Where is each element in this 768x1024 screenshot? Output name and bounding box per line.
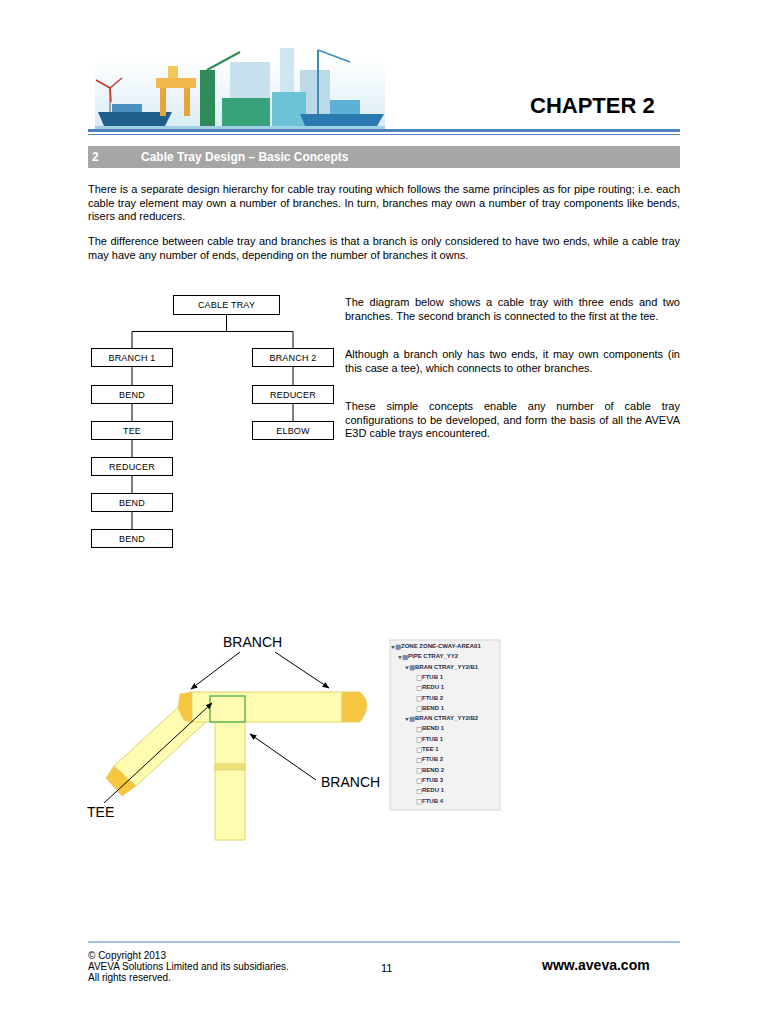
box-label: ELBOW <box>276 426 310 436</box>
explorer-item: FTUB 3 <box>422 777 443 783</box>
tree-box: TEE <box>91 421 173 440</box>
explorer-item: FTUB 1 <box>422 736 443 742</box>
explorer-item: PIPE CTRAY_YY2 <box>408 653 458 659</box>
explorer-item: FTUB 2 <box>422 756 443 762</box>
tree-box: BEND <box>91 529 173 548</box>
box-label: BEND <box>119 390 145 400</box>
explorer-item: REDU 1 <box>422 684 444 690</box>
page-number: 11 <box>381 962 392 974</box>
explorer-item: REDU 1 <box>422 787 444 793</box>
leader-lines <box>104 652 329 803</box>
explorer-panel <box>390 640 500 810</box>
header-rule <box>88 134 680 135</box>
tree-connector <box>132 404 133 421</box>
tree-connector <box>132 512 133 529</box>
box-label: REDUCER <box>109 462 155 472</box>
box-label: BEND <box>119 534 145 544</box>
tree-connector <box>132 440 133 457</box>
box-label: REDUCER <box>270 390 316 400</box>
copyright-note: All rights reserved. <box>88 972 171 983</box>
explorer-item: FTUB 2 <box>422 695 443 701</box>
explorer-item: BEND 1 <box>422 725 444 731</box>
tree-box: ELBOW <box>252 421 334 440</box>
tree-box: REDUCER <box>252 385 334 404</box>
box-label: BRANCH 1 <box>108 353 155 363</box>
box-label: BEND <box>119 498 145 508</box>
box-label: CABLE TRAY <box>198 300 255 310</box>
section-bar <box>88 146 680 168</box>
explorer-item: FTUB 1 <box>422 674 443 680</box>
tree-box: REDUCER <box>91 457 173 476</box>
body-paragraph: The difference between cable tray and br… <box>88 235 680 262</box>
tree-box: CABLE TRAY <box>173 295 280 315</box>
banner-illustration <box>95 48 385 129</box>
section-heading: Cable Tray Design – Basic Concepts <box>141 150 348 164</box>
body-paragraph: There is a separate design hierarchy for… <box>88 183 680 224</box>
side-paragraph: These simple concepts enable any number … <box>345 400 680 441</box>
side-paragraph: The diagram below shows a cable tray wit… <box>345 296 680 323</box>
tree-box: BEND <box>91 385 173 404</box>
callout-label: TEE <box>86 804 115 820</box>
tree-connector <box>293 404 294 421</box>
footer-rule <box>88 942 680 943</box>
website: www.aveva.com <box>542 957 650 973</box>
tree-box: BEND <box>91 493 173 512</box>
tree-box: BRANCH 1 <box>91 348 173 367</box>
tree-connector <box>132 476 133 493</box>
explorer-item: BEND 1 <box>422 705 444 711</box>
tree-connector <box>293 367 294 385</box>
header-rule <box>88 129 680 132</box>
tree-connector <box>132 315 227 348</box>
tray-illustration <box>106 692 367 840</box>
copyright-note: © Copyright 2013 <box>88 950 166 961</box>
explorer-item: TEE 1 <box>422 746 439 752</box>
chapter-title: CHAPTER 2 <box>530 93 655 119</box>
copyright-note: AVEVA Solutions Limited and its subsidia… <box>88 961 289 972</box>
tree-connector <box>227 315 294 348</box>
explorer-item: BRAN CTRAY_YY2/B1 <box>415 664 478 670</box>
tree-connector <box>132 367 133 385</box>
callout-label: BRANCH <box>222 634 283 650</box>
side-paragraph: Although a branch only has two ends, it … <box>345 348 680 375</box>
explorer-item: BRAN CTRAY_YY2/B2 <box>415 715 478 721</box>
tree-box: BRANCH 2 <box>252 348 334 367</box>
box-label: BRANCH 2 <box>269 353 316 363</box>
explorer-item: ZONE ZONE-CWAY-AREA01 <box>401 643 481 649</box>
box-label: TEE <box>123 426 141 436</box>
explorer-item: BEND 2 <box>422 767 444 773</box>
explorer-item: FTUB 4 <box>422 798 443 804</box>
section-number: 2 <box>92 150 99 164</box>
callout-label: BRANCH <box>320 774 381 790</box>
